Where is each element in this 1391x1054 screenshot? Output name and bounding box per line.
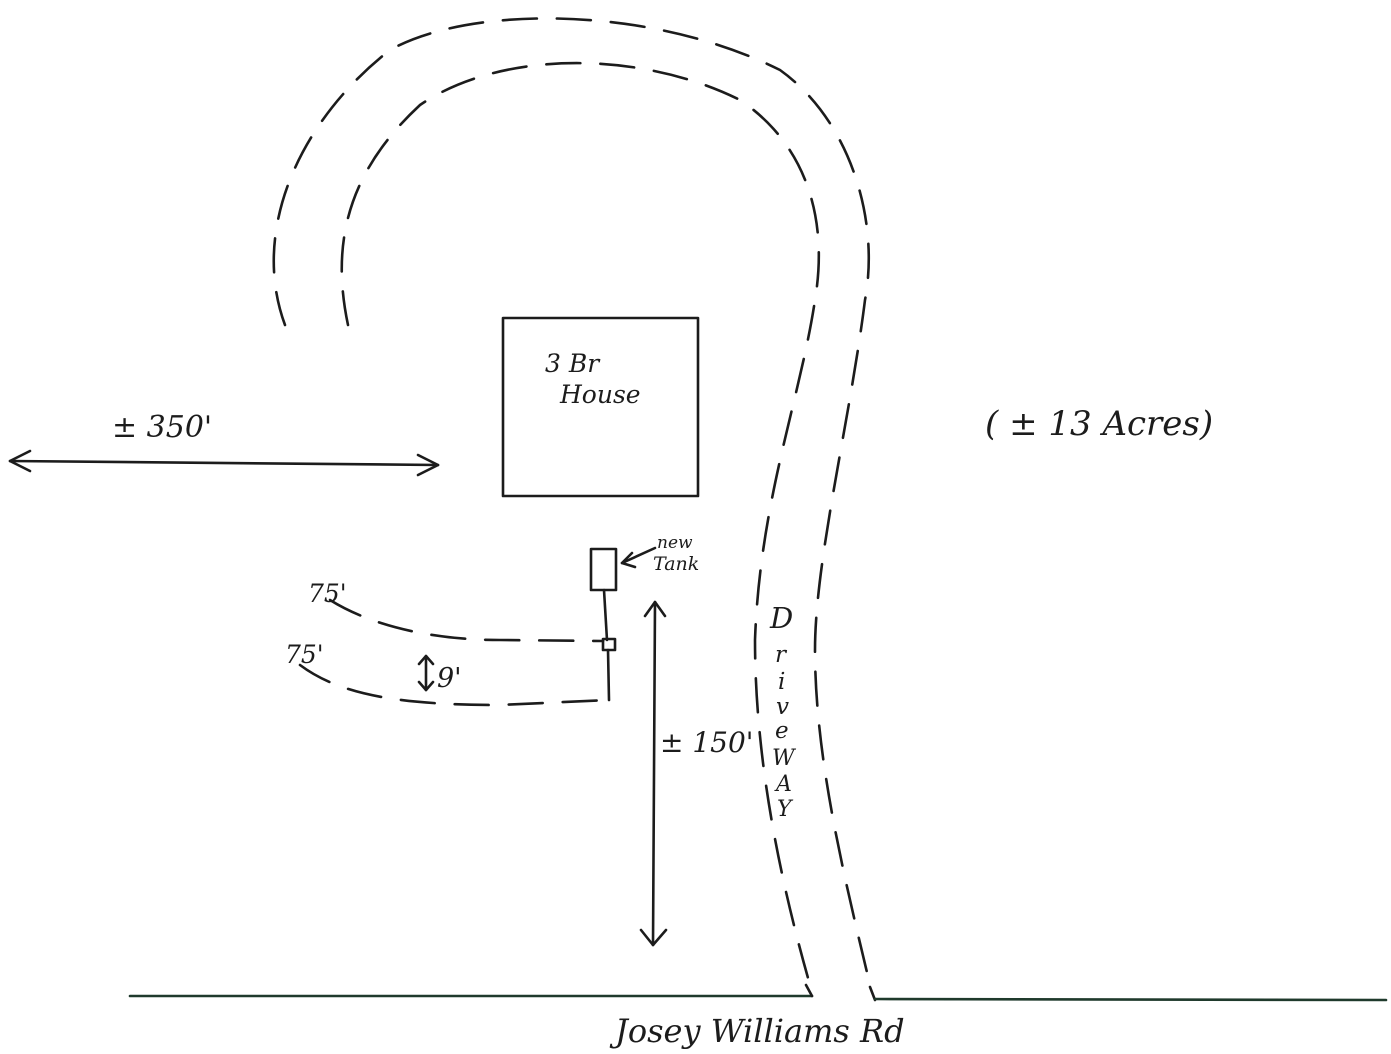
septic-tank — [589, 547, 618, 592]
driveway-letter-3: i — [778, 669, 785, 695]
width-arrowhead-left — [8, 449, 32, 473]
driveway-letter-8: Y — [777, 797, 794, 822]
tank-pointer-arrow — [620, 546, 657, 565]
depth-arrowhead-bottom — [639, 928, 668, 947]
drain-line-lower-length: 75' — [285, 640, 324, 669]
driveway-letter-2: r — [775, 642, 788, 668]
drain-line-lower — [298, 663, 610, 707]
driveway-mouth-right — [868, 985, 877, 1002]
distribution-box — [601, 637, 617, 652]
width-dimension-label: ± 350' — [112, 410, 212, 445]
tank-label-line1: new — [657, 533, 693, 553]
tank-pointer-arrowhead — [620, 551, 637, 569]
distribution-riser — [606, 648, 611, 702]
driveway-letter-5: e — [775, 718, 789, 744]
driveway-outer-edge — [272, 17, 872, 987]
depth-dimension-arrow — [651, 600, 657, 947]
driveway-letter-6: W — [772, 746, 797, 771]
acreage-label: ( ± 13 Acres) — [985, 404, 1213, 444]
width-dimension-arrow — [8, 459, 440, 467]
drain-line-upper — [328, 598, 605, 643]
width-arrowhead-right — [416, 453, 440, 477]
line-spacing-label: 9' — [437, 663, 462, 694]
drain-line-upper-length: 75' — [308, 579, 347, 608]
tank-label-line2: Tank — [653, 553, 699, 575]
road-edge-right — [873, 997, 1388, 1002]
house-outline — [501, 316, 700, 498]
driveway-letter-7: A — [774, 772, 792, 797]
spacing-arrowhead-bottom — [417, 680, 435, 692]
house-label-line1: 3 Br — [545, 349, 601, 378]
driveway-letter-4: v — [776, 694, 789, 720]
spacing-arrowhead-top — [417, 654, 435, 666]
driveway-letter-1: D — [769, 601, 793, 635]
driveway-mouth-left — [804, 983, 814, 998]
depth-dimension-label: ± 150' — [660, 726, 754, 759]
driveway-inner-edge — [340, 61, 821, 987]
house-label-line2: House — [559, 380, 641, 409]
tank-outlet-pipe — [602, 588, 609, 642]
depth-arrowhead-top — [643, 600, 667, 618]
road-name-label: Josey Williams Rd — [609, 1012, 905, 1050]
